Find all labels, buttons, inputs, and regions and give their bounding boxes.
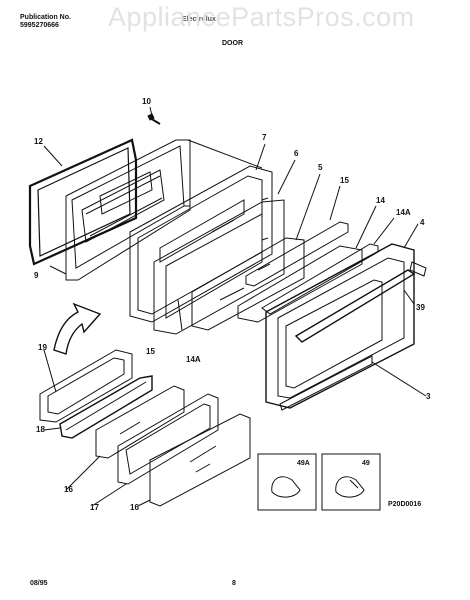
- section-title: DOOR: [222, 40, 243, 47]
- inset-label-49a: 49A: [297, 460, 310, 467]
- footer-date: 08/95: [30, 580, 48, 587]
- spacer-part-14a-upper: [261, 217, 395, 315]
- label-part-7: 7: [262, 133, 267, 142]
- spacer-part-15: [245, 185, 349, 287]
- label-part-18: 18: [36, 425, 45, 434]
- lower-frame-part-19: [39, 349, 133, 423]
- diagram-code: P20D0016: [388, 501, 421, 508]
- label-part-14a-lower: 14A: [186, 355, 201, 364]
- label-part-17: 17: [90, 503, 99, 512]
- inner-glass-part-14: [237, 205, 377, 323]
- label-part-15-lower: 15: [146, 347, 155, 356]
- label-part-14a-upper: 14A: [396, 208, 411, 217]
- inset-label-49: 49: [362, 460, 370, 467]
- label-part-19: 19: [38, 343, 47, 352]
- door-gasket-part-12: [28, 138, 138, 266]
- label-part-4: 4: [420, 218, 425, 227]
- knob-49-icon: [335, 476, 365, 498]
- label-part-15-upper: 15: [340, 176, 349, 185]
- glass-frame-part-17: [91, 393, 219, 507]
- label-part-14: 14: [376, 196, 385, 205]
- publication-number: 5995270666: [20, 22, 59, 29]
- model-label: Electrolux: [182, 16, 216, 23]
- inner-door-liner-part-9: [49, 139, 263, 281]
- watermark: AppliancePartsPros.com: [108, 2, 415, 32]
- knob-49a-icon: [271, 476, 301, 498]
- footer-page: 8: [232, 580, 236, 587]
- label-part-5: 5: [318, 163, 323, 172]
- label-part-39: 39: [416, 303, 425, 312]
- publication-label: Publication No.: [20, 14, 71, 21]
- glass-part-16-upper: [65, 385, 185, 491]
- glass-pane-part-5: [191, 173, 321, 331]
- knob-inset-49a-box: [257, 453, 317, 511]
- outer-door-part-4: [265, 223, 419, 409]
- door-handle-part-39: [294, 261, 427, 343]
- glass-part-16-lower: [137, 413, 251, 507]
- screw-part-10: [147, 106, 161, 125]
- label-part-6: 6: [294, 149, 299, 158]
- outer-door-panel-part-7: [129, 143, 273, 323]
- direction-arrow: [53, 302, 102, 355]
- knob-inset-49-box: [321, 453, 381, 511]
- seal-part-18: [43, 375, 153, 439]
- label-part-16-upper: 16: [64, 485, 73, 494]
- label-part-12: 12: [34, 137, 43, 146]
- label-part-10: 10: [142, 97, 151, 106]
- label-part-3: 3: [426, 392, 431, 401]
- label-part-9: 9: [34, 271, 39, 280]
- bottom-trim-part-3: [279, 355, 427, 411]
- label-part-16-lower: 16: [130, 503, 139, 512]
- glass-frame-part-6: [153, 159, 296, 335]
